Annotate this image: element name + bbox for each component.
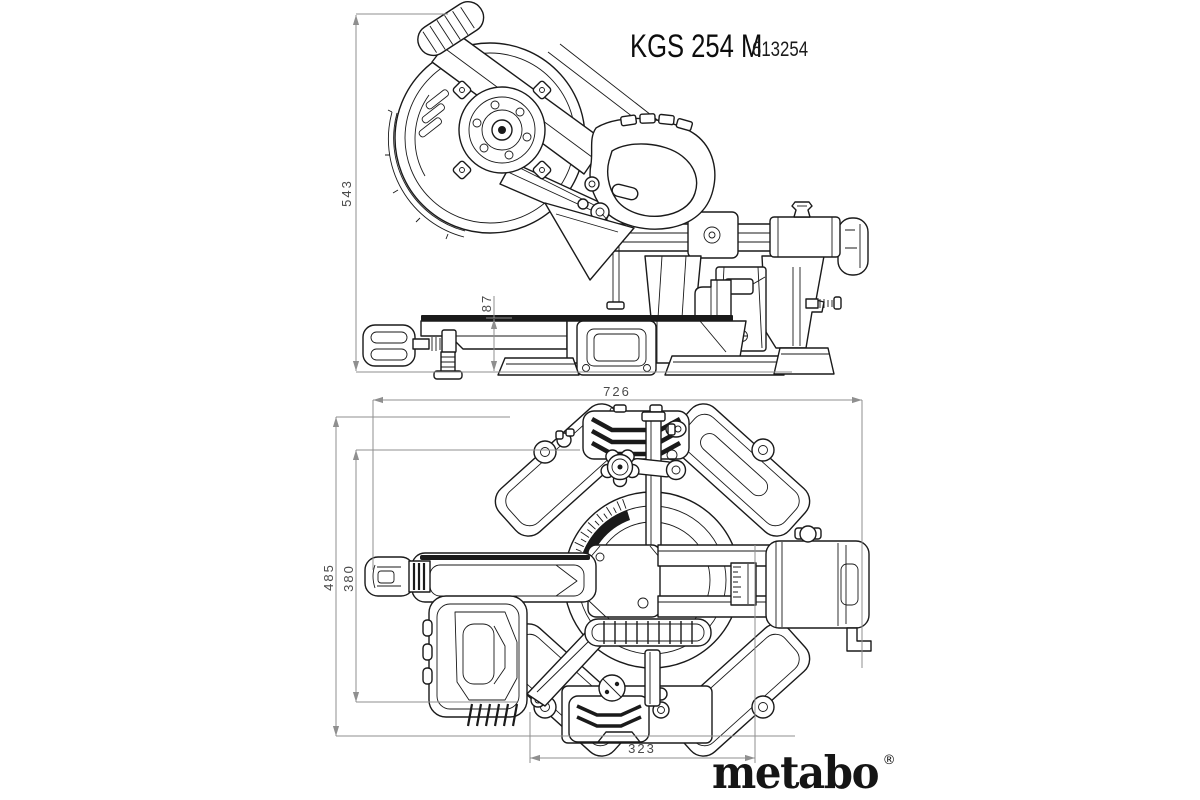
dimension-label-base-height: 87 bbox=[479, 294, 494, 312]
rail-end-cap bbox=[837, 217, 869, 276]
rail-lock-knob bbox=[791, 201, 813, 218]
dimension-annotations: 543 87 726 485 380 323 bbox=[321, 13, 863, 763]
dimension-label-overall-height: 543 bbox=[339, 179, 354, 207]
rear-foot bbox=[664, 355, 785, 376]
table-surface bbox=[421, 315, 733, 321]
fence bbox=[694, 279, 732, 319]
saw-blade bbox=[385, 109, 466, 240]
workpiece-clamp bbox=[362, 324, 463, 380]
base-assembly bbox=[362, 266, 835, 380]
motor-housing bbox=[422, 595, 602, 727]
miter-lock bbox=[600, 449, 687, 488]
slide-rails-top-view bbox=[584, 544, 771, 647]
main-handle bbox=[577, 113, 716, 243]
top-view-drawing bbox=[364, 403, 872, 757]
depth-scale bbox=[730, 562, 757, 606]
saw-arm-top-view bbox=[364, 544, 661, 618]
carry-handle bbox=[417, 1, 485, 57]
fence-top-view bbox=[641, 411, 687, 707]
chip-deflector bbox=[544, 202, 635, 281]
dimension-label-overall-width: 726 bbox=[603, 384, 631, 399]
article-number: 613254 bbox=[752, 38, 809, 61]
registered-trademark: ® bbox=[882, 753, 896, 768]
side-view-drawing bbox=[362, 1, 869, 380]
dimension-label-base-width: 323 bbox=[628, 741, 656, 756]
front-foot bbox=[497, 357, 580, 376]
rear-housing bbox=[555, 404, 690, 460]
slide-rails bbox=[611, 201, 869, 349]
trigger-switch bbox=[611, 183, 639, 201]
cable-hook bbox=[846, 627, 872, 652]
dimension-label-inner-depth: 380 bbox=[341, 564, 356, 592]
model-name: KGS 254 M bbox=[630, 28, 763, 64]
metabo-logo-text: metabo bbox=[712, 746, 880, 799]
rail-end-block bbox=[765, 525, 872, 652]
rail-clamp-knob bbox=[799, 525, 817, 543]
brand-logo: metabo® bbox=[712, 746, 904, 799]
vent-slots bbox=[466, 703, 519, 727]
rail-lock-block bbox=[769, 216, 841, 258]
dimension-label-overall-depth: 485 bbox=[321, 563, 336, 591]
front-housing bbox=[561, 674, 713, 744]
blade-flange bbox=[452, 80, 552, 180]
saw-head bbox=[385, 1, 716, 310]
handle-end bbox=[364, 556, 415, 597]
